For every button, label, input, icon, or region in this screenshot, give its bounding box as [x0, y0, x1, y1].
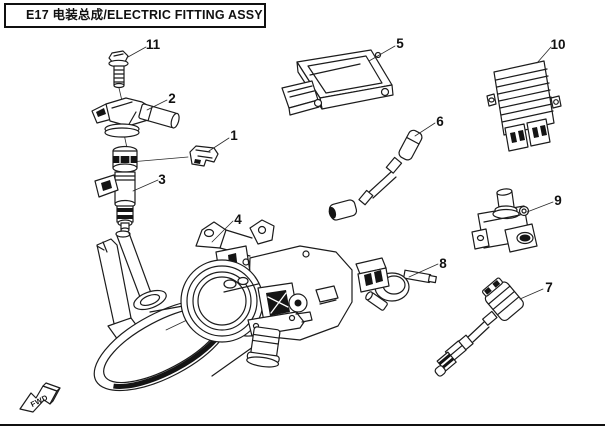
- callout-1: 1: [230, 128, 238, 143]
- fwd-arrow: FWD: [19, 382, 61, 413]
- part-9-sensor-drawing: [471, 188, 538, 253]
- regulator-rectifier-drawing: [486, 60, 562, 152]
- fuel-injector-drawing: [94, 145, 152, 298]
- callout-9: 9: [554, 193, 562, 208]
- leader-lines: [127, 45, 554, 300]
- ecu-drawing: [281, 49, 394, 116]
- bottom-border-rule: [0, 424, 605, 426]
- flange-bolt-drawing: [108, 50, 129, 89]
- callout-2: 2: [168, 91, 176, 106]
- spark-plug-cap-cable-drawing: [328, 129, 423, 221]
- injector-clip-drawing: [129, 145, 219, 167]
- callout-labels: 1 2 3 4 5 6 7 8 9 10 11: [146, 36, 566, 295]
- fuel-feed-joint-drawing: [91, 97, 180, 138]
- callout-10: 10: [550, 37, 565, 52]
- callout-5: 5: [396, 36, 404, 51]
- callout-6: 6: [436, 114, 444, 129]
- part-8-sensor-drawing: [355, 257, 437, 311]
- throttle-body-drawing: [180, 219, 353, 368]
- callout-11: 11: [146, 37, 161, 52]
- callout-8: 8: [439, 256, 447, 271]
- callout-4: 4: [234, 212, 242, 227]
- callout-3: 3: [158, 172, 166, 187]
- page-title: E17 电装总成/ELECTRIC FITTING ASSY: [4, 3, 266, 28]
- callout-7: 7: [545, 280, 553, 295]
- oxygen-sensor-drawing: [434, 277, 524, 377]
